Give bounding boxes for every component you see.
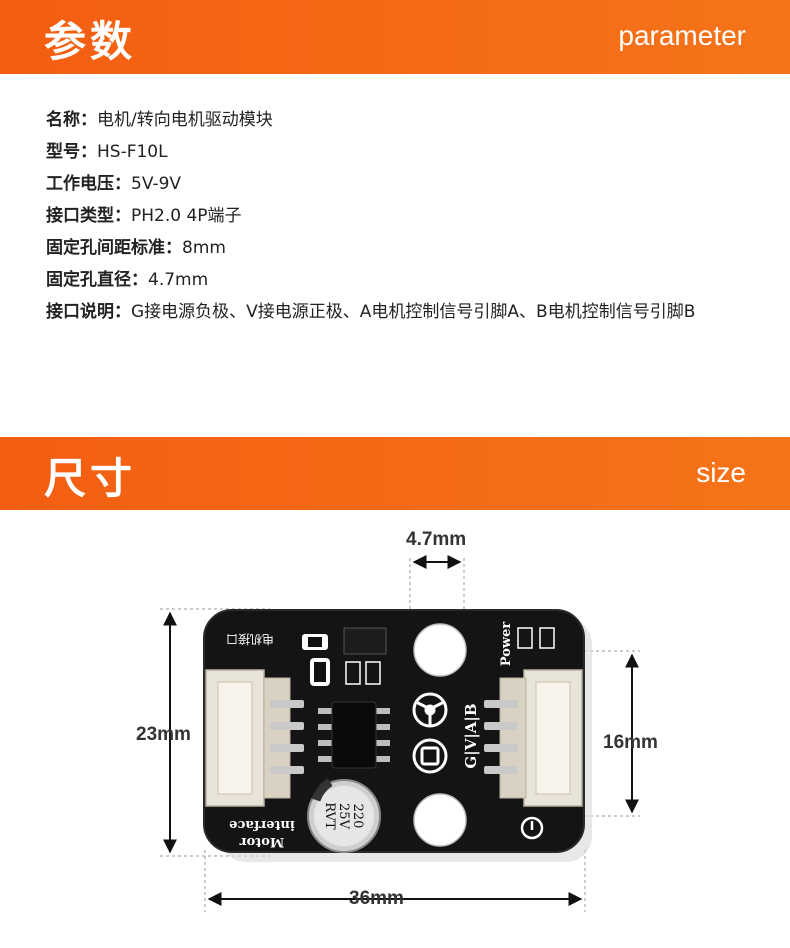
motor-icon — [412, 692, 448, 774]
parameter-title-zh: 参数 — [44, 17, 137, 66]
param-label: 工作电压： — [46, 174, 131, 194]
param-value: G接电源负极、V接电源正极、A电机控制信号引脚A、B电机控制信号引脚B — [131, 302, 696, 322]
param-value: HS-F10L — [97, 142, 168, 162]
parameter-list: 名称：电机/转向电机驱动模块 型号：HS-F10L 工作电压：5V-9V 接口类… — [46, 104, 746, 328]
parameter-title-en: parameter — [618, 20, 746, 51]
param-label: 固定孔直径： — [46, 270, 148, 290]
silk-power: Power — [499, 622, 514, 667]
silk-pins: G|V|A|B — [462, 703, 480, 768]
param-value: 4.7mm — [148, 270, 209, 290]
board-drawing: 电机接口 Power G|V|A|B interface Motor 220 2… — [160, 555, 640, 912]
pcb-board — [203, 609, 585, 853]
param-value: 电机/转向电机驱动模块 — [97, 110, 273, 130]
param-row-name: 名称：电机/转向电机驱动模块 — [46, 104, 746, 136]
silk-motor: Motor — [240, 834, 285, 849]
cap-text-1: 220 — [350, 804, 365, 829]
dim-width: 36mm — [349, 888, 404, 909]
param-row-pin-description: 接口说明：G接电源负极、V接电源正极、A电机控制信号引脚A、B电机控制信号引脚B — [46, 296, 746, 328]
param-row-hole-spacing: 固定孔间距标准：8mm — [46, 232, 746, 264]
param-row-interface-type: 接口类型：PH2.0 4P端子 — [46, 200, 746, 232]
dim-hole-diameter: 4.7mm — [406, 529, 467, 550]
dimension-arrows — [163, 555, 639, 906]
size-title-en: size — [696, 457, 746, 488]
dim-height: 23mm — [136, 724, 191, 745]
param-label: 接口说明： — [46, 302, 131, 322]
dim-hole-spacing: 16mm — [603, 732, 658, 753]
param-row-voltage: 工作电压：5V-9V — [46, 168, 746, 200]
param-value: 5V-9V — [131, 174, 182, 194]
left-connector — [205, 669, 304, 807]
size-banner: 尺寸 size — [0, 437, 790, 510]
mounting-hole-bottom — [413, 793, 467, 847]
silk-interface-en: interface — [229, 817, 295, 832]
param-label: 接口类型： — [46, 206, 131, 226]
param-label: 型号： — [46, 142, 97, 162]
cap-text-2: 25V — [336, 803, 351, 830]
smd-components — [302, 627, 555, 686]
param-value: PH2.0 4P端子 — [131, 206, 242, 226]
parameter-banner: 参数 parameter — [0, 0, 790, 74]
power-icon — [520, 816, 544, 840]
param-value: 8mm — [182, 238, 226, 258]
size-title-zh: 尺寸 — [44, 454, 137, 503]
dimension-diagram: 电机接口 Power G|V|A|B interface Motor 220 2… — [0, 510, 790, 948]
driver-chip — [318, 701, 390, 769]
mounting-hole-top — [413, 623, 467, 677]
param-label: 固定孔间距标准： — [46, 238, 182, 258]
param-row-hole-diameter: 固定孔直径：4.7mm — [46, 264, 746, 296]
param-row-model: 型号：HS-F10L — [46, 136, 746, 168]
silk-interface-zh: 电机接口 — [226, 632, 274, 647]
param-label: 名称： — [46, 110, 97, 130]
capacitor — [307, 778, 381, 853]
cap-text-3: RVT — [322, 802, 337, 830]
right-connector — [484, 669, 583, 807]
